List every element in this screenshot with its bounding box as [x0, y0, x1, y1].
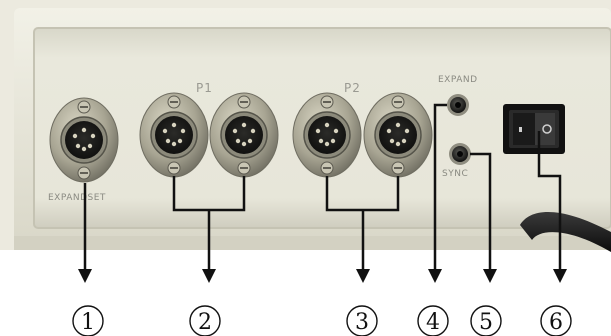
label-expand: EXPAND — [438, 75, 478, 85]
housing-bottom-edge — [14, 236, 611, 250]
callout-leaders — [78, 103, 567, 283]
callout-3-circle — [346, 305, 378, 336]
callout-2-number: 2 — [198, 310, 212, 335]
din-connectors — [49, 92, 433, 183]
leader-6 — [537, 131, 567, 283]
leader-1 — [78, 183, 92, 283]
callout-labels: 1 2 3 4 5 6 — [72, 305, 572, 336]
leader-2 — [172, 176, 246, 283]
jack-sync — [449, 143, 471, 165]
callout-2-circle — [189, 305, 221, 336]
callout-6: 6 — [540, 305, 572, 336]
callout-5-number: 5 — [479, 310, 493, 335]
device-photo: P1 P2 EXPANDSET EXPAND SYNC — [0, 0, 611, 252]
callout-2: 2 — [189, 305, 221, 336]
leader-5 — [470, 152, 497, 283]
power-switch — [503, 104, 565, 154]
label-expandset: EXPANDSET — [48, 193, 106, 203]
leader-3 — [325, 176, 400, 283]
jack-expand — [447, 94, 469, 116]
callout-6-number: 6 — [549, 310, 563, 335]
callout-6-circle — [540, 305, 572, 336]
callout-5: 5 — [470, 305, 502, 336]
callout-3-number: 3 — [355, 310, 369, 335]
callout-1-number: 1 — [81, 310, 95, 335]
din-connector-2 — [139, 92, 209, 178]
din-connector-4 — [292, 92, 362, 178]
label-p2: P2 — [344, 81, 361, 95]
din-connector-1 — [49, 97, 119, 183]
callout-3: 3 — [346, 305, 378, 336]
callout-4-circle — [417, 305, 449, 336]
label-sync: SYNC — [442, 169, 468, 179]
power-cable — [520, 211, 611, 252]
din-connector-3 — [209, 92, 279, 178]
callout-1-circle — [72, 305, 104, 336]
label-p1: P1 — [196, 81, 213, 95]
callout-5-circle — [470, 305, 502, 336]
leader-4 — [428, 103, 447, 283]
din-connector-5 — [363, 92, 433, 178]
callout-1: 1 — [72, 305, 104, 336]
callout-4-number: 4 — [426, 310, 440, 335]
callout-4: 4 — [417, 305, 449, 336]
